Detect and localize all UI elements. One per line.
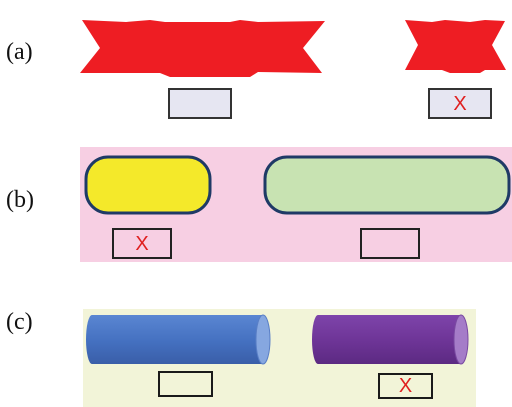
- panel-c-blue-cylinder: [86, 314, 271, 365]
- panel-b-answer-box-2[interactable]: [360, 228, 420, 259]
- panel-b-green-rounded-rectangle: [263, 155, 511, 215]
- panel-b-answer-box-1[interactable]: X: [112, 228, 172, 259]
- panel-a-answer-box-1[interactable]: [168, 88, 232, 119]
- panel-c-label: (c): [6, 309, 33, 335]
- panel-b-yellow-rounded-rectangle: [84, 155, 212, 215]
- panel-b-label: (b): [6, 187, 34, 213]
- panel-c-answer-mark-2: X: [398, 375, 413, 397]
- panel-b-answer-mark-1: X: [135, 232, 149, 255]
- panel-a-label: (a): [6, 39, 33, 65]
- panel-a-answer-mark-2: X: [453, 92, 467, 115]
- panel-c-purple-cylinder: [312, 314, 469, 365]
- panel-a-answer-box-2[interactable]: X: [428, 88, 492, 119]
- panel-c-answer-box-1[interactable]: [158, 371, 213, 397]
- panel-c-answer-box-2[interactable]: X: [378, 373, 433, 399]
